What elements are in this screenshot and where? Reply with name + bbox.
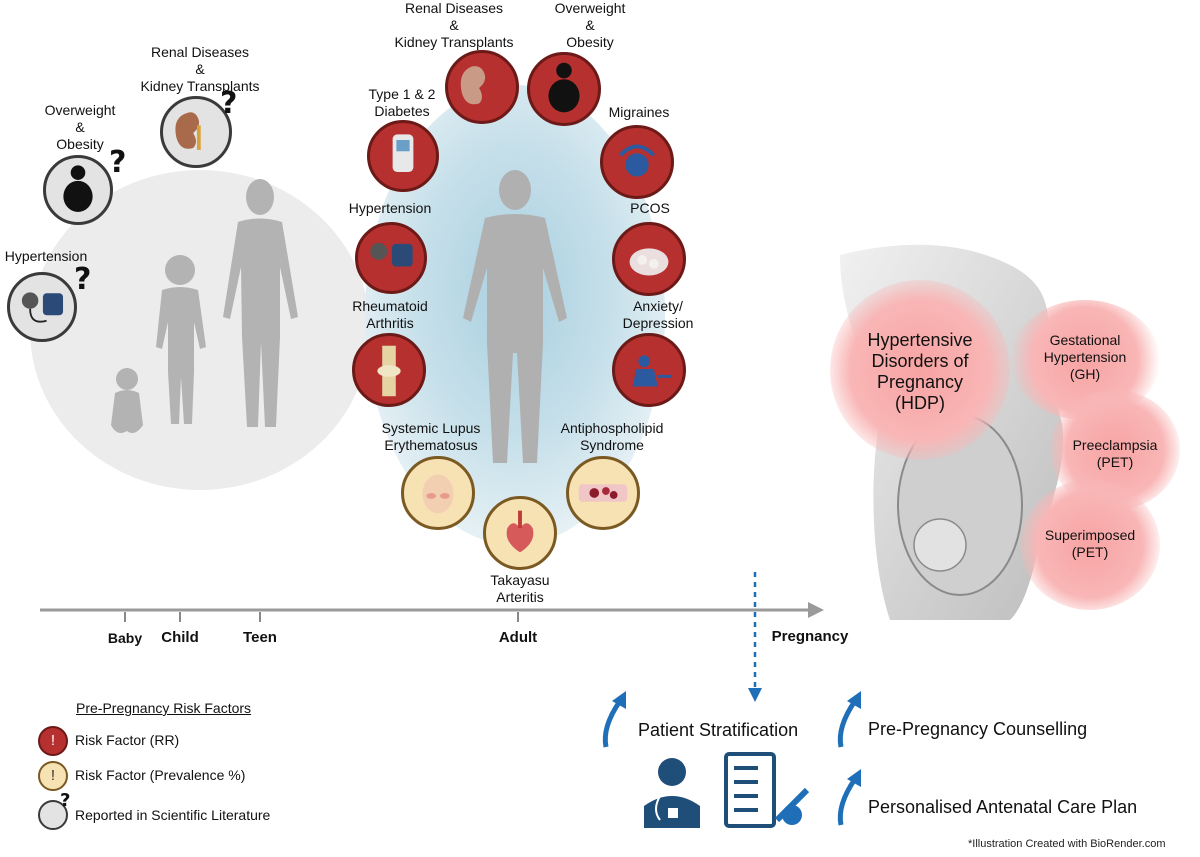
adult-aps-circle <box>566 456 640 530</box>
child-renal-label: Renal Diseases & Kidney Transplants <box>140 44 260 94</box>
legend-question-icon: ? <box>60 790 71 811</box>
kidney-icon <box>460 66 486 105</box>
adult-migraines-circle <box>600 125 674 199</box>
counselling-arrow-icon <box>837 691 861 748</box>
adult-woman-figure <box>463 170 567 463</box>
blood-pressure-cuff-icon <box>21 292 64 323</box>
superimposed-bubble <box>1020 480 1160 610</box>
child-hypertension-question-icon: ? <box>74 262 92 297</box>
legend-title: Pre-Pregnancy Risk Factors <box>76 700 252 716</box>
child-overweight-circle <box>43 155 113 225</box>
child-overweight-label: Overweight & Obesity <box>44 102 116 152</box>
care-plan-arrow-icon <box>837 769 861 826</box>
adult-renal-label: Renal Diseases & Kidney Transplants <box>394 0 514 50</box>
kidney-icon <box>175 112 201 150</box>
stage-baby: Baby <box>107 630 143 646</box>
blood-pressure-cuff-icon <box>370 242 413 267</box>
adult-sle-circle <box>401 456 475 530</box>
child-tick <box>179 612 181 622</box>
legend-prevalence-circle: ! <box>38 761 68 791</box>
legend-literature-label: Reported in Scientific Literature <box>75 807 271 823</box>
knee-joint-icon <box>377 345 401 397</box>
superimposed-label: Superimposed (PET) <box>1044 527 1136 560</box>
adult-takayasu-label: Takayasu Arteritis <box>490 572 550 605</box>
blood-clot-vessel-icon <box>578 484 628 502</box>
adult-tick <box>517 612 519 622</box>
adult-anxiety-label: Anxiety/ Depression <box>622 298 694 331</box>
adult-overweight-circle <box>527 52 601 126</box>
child-figure <box>156 255 206 424</box>
doctor-icon <box>644 758 700 828</box>
adult-anxiety-circle <box>612 333 686 407</box>
child-hypertension-label: Hypertension <box>4 248 88 264</box>
legend-literature-circle <box>38 800 68 830</box>
exclamation-icon: ! <box>50 732 56 749</box>
adult-migraines-label: Migraines <box>608 104 670 120</box>
stratification-label: Patient Stratification <box>638 720 799 740</box>
legend-rr-circle: ! <box>38 726 68 756</box>
heart-aorta-icon <box>506 510 534 553</box>
exclamation-icon: ! <box>50 767 56 784</box>
depressed-person-icon <box>632 355 672 387</box>
gh-label: Gestational Hypertension (GH) <box>1043 332 1127 382</box>
adult-ra-label: Rheumatoid Arthritis <box>352 298 428 331</box>
glucose-meter-icon <box>392 134 414 173</box>
adult-takayasu-circle <box>483 496 557 570</box>
baby-tick <box>124 612 126 622</box>
hdp-bubble <box>830 280 1010 460</box>
baby-figure <box>111 368 143 433</box>
adult-hypertension-label: Hypertension <box>348 200 432 216</box>
obese-person-icon <box>548 62 580 113</box>
headache-icon <box>619 144 655 177</box>
stratification-arrow-icon <box>602 691 626 748</box>
obese-person-icon <box>63 165 93 212</box>
stage-adult: Adult <box>498 629 538 646</box>
adult-pcos-circle <box>612 222 686 296</box>
legend-rr-label: Risk Factor (RR) <box>75 732 180 748</box>
child-overweight-question-icon: ? <box>109 145 127 180</box>
legend-prevalence-label: Risk Factor (Prevalence %) <box>75 767 246 783</box>
checklist-icon <box>724 752 810 828</box>
timeline-arrowhead <box>808 602 824 618</box>
adult-overweight-label: Overweight & Obesity <box>554 0 626 50</box>
stage-teen: Teen <box>243 629 277 646</box>
hdp-label: Hypertensive Disorders of Pregnancy (HDP… <box>867 330 973 413</box>
adult-sle-label: Systemic Lupus Erythematosus <box>381 420 481 453</box>
adult-aps-label: Antiphospholipid Syndrome <box>560 420 664 453</box>
child-hypertension-circle <box>7 272 77 342</box>
care-plan-label: Personalised Antenatal Care Plan <box>868 797 1138 817</box>
adult-pcos-label: PCOS <box>630 200 670 216</box>
stage-pregnancy: Pregnancy <box>771 628 849 645</box>
adult-ra-circle <box>352 333 426 407</box>
adult-hypertension-circle <box>355 222 427 294</box>
credit-text: *Illustration Created with BioRender.com <box>968 838 1166 850</box>
child-renal-question-icon: ? <box>220 86 238 121</box>
butterfly-rash-face-icon <box>422 474 454 514</box>
pet-label: Preeclampsia (PET) <box>1072 437 1158 470</box>
child-renal-circle <box>160 96 232 168</box>
ovary-cysts-icon <box>629 248 669 276</box>
teen-figure <box>223 179 298 427</box>
adult-diabetes-circle <box>367 120 439 192</box>
counselling-label: Pre-Pregnancy Counselling <box>868 719 1088 739</box>
stage-child: Child <box>161 629 199 646</box>
adult-renal-circle <box>445 50 519 124</box>
teen-tick <box>259 612 261 622</box>
adult-diabetes-label: Type 1 & 2 Diabetes <box>368 86 436 119</box>
